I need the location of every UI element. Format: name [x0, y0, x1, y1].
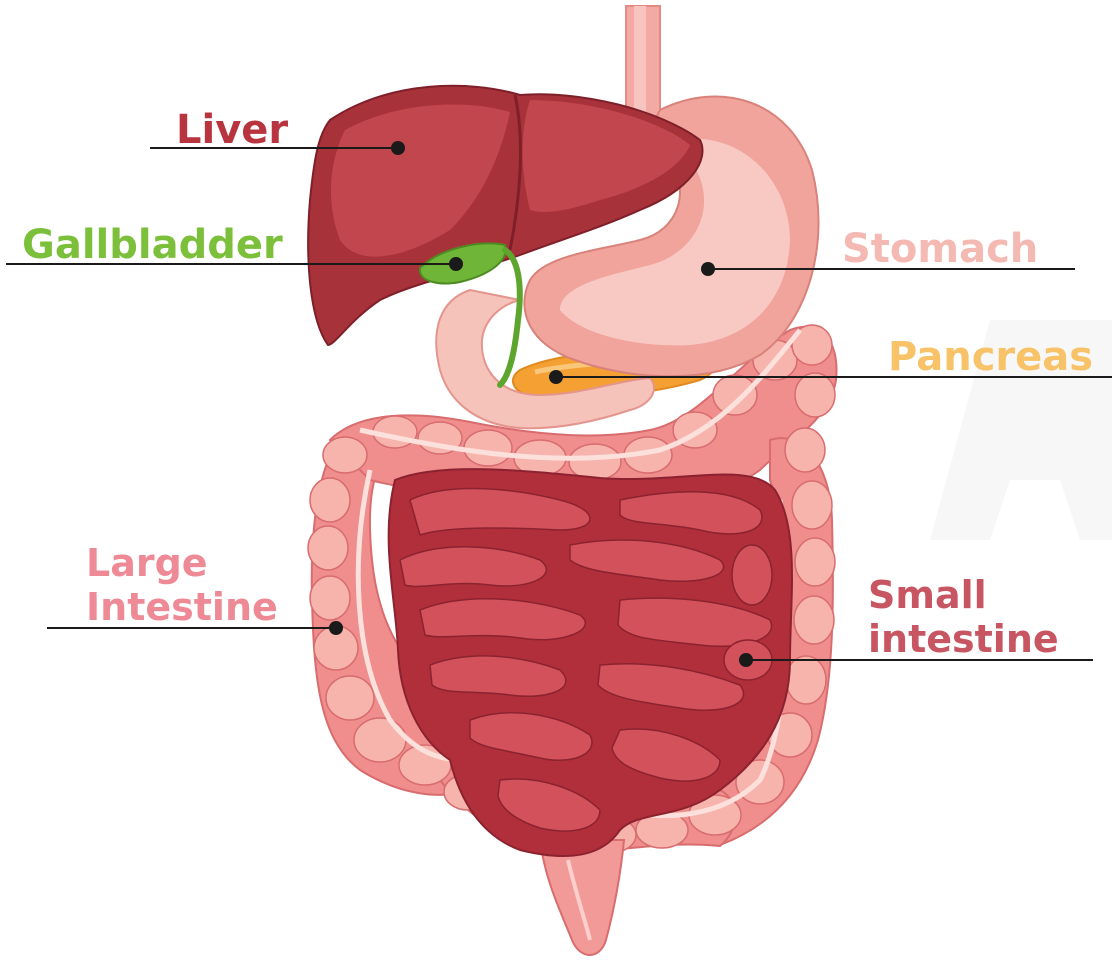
large-intestine-label-line1: Large: [86, 541, 208, 585]
rectum: [540, 840, 624, 955]
pancreas-label: Pancreas: [888, 334, 1093, 380]
small-intestine-label-line2: intestine: [868, 617, 1059, 661]
large-intestine-dot: [329, 621, 343, 635]
stomach-dot: [701, 262, 715, 276]
pancreas-dot: [549, 370, 563, 384]
small-intestine-label-line1: Small: [868, 573, 987, 617]
large-intestine-label-line2: Intestine: [86, 585, 278, 629]
small-intestine-dot: [739, 653, 753, 667]
stomach-label: Stomach: [842, 226, 1038, 272]
liver-label: Liver: [176, 107, 288, 153]
gallbladder-label: Gallbladder: [22, 222, 283, 268]
gallbladder-dot: [449, 257, 463, 271]
liver-dot: [391, 141, 405, 155]
